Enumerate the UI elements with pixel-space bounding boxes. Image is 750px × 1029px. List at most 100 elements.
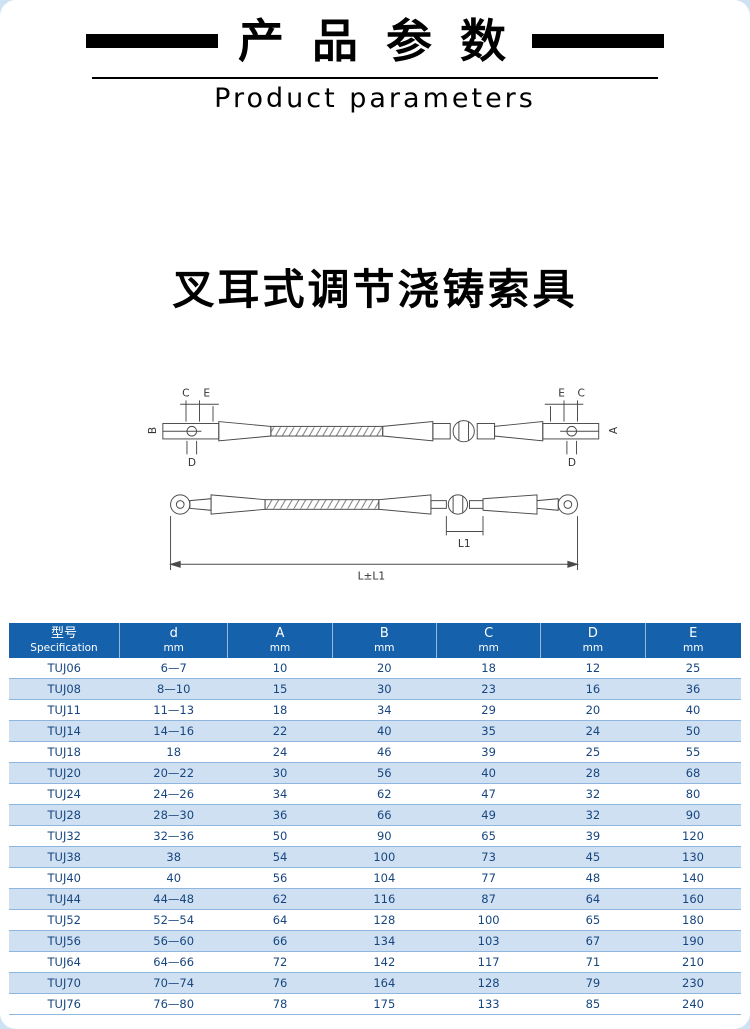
cell-value: 28: [540, 762, 646, 785]
cell-specification: TUJ56: [9, 930, 120, 953]
col-header-dim-d: D mm: [540, 622, 646, 659]
cell-value: 56: [332, 762, 437, 785]
col-header-e-unit: mm: [683, 641, 704, 654]
spec-table-header: 型号 Specification d mm A mm B mm C mm: [9, 622, 741, 659]
cell-value: 117: [436, 951, 541, 974]
cell-value: 36: [227, 804, 333, 827]
cell-value: 32—36: [119, 825, 228, 848]
cell-value: 24—26: [119, 783, 228, 806]
col-header-specification-en: Specification: [30, 641, 98, 654]
cell-value: 62: [227, 888, 333, 911]
dim-label-e-left: E: [203, 387, 210, 399]
cell-value: 35: [436, 720, 541, 743]
cell-value: 120: [645, 825, 741, 848]
cell-value: 104: [332, 867, 437, 890]
col-header-a: A mm: [227, 622, 333, 659]
cell-value: 90: [645, 804, 741, 827]
dim-label-e-right: E: [558, 387, 565, 399]
cell-specification: TUJ14: [9, 720, 120, 743]
cell-value: 130: [645, 846, 741, 869]
cell-value: 116: [332, 888, 437, 911]
cell-value: 78: [227, 993, 333, 1016]
cell-value: 48: [540, 867, 646, 890]
header-divider: [92, 76, 658, 79]
cell-value: 230: [645, 972, 741, 995]
cell-value: 85: [540, 993, 646, 1016]
cell-value: 8—10: [119, 678, 228, 701]
col-header-c-unit: mm: [478, 641, 499, 654]
cell-value: 34: [332, 699, 437, 722]
cell-value: 71: [540, 951, 646, 974]
dim-label-c-left: C: [182, 387, 189, 399]
cell-value: 29: [436, 699, 541, 722]
dim-label-total-length: L±L1: [358, 570, 385, 582]
title-bar-right: [532, 34, 665, 49]
cell-value: 40: [119, 867, 228, 890]
cell-value: 66: [332, 804, 437, 827]
page-title-en: Product parameters: [214, 82, 536, 114]
cell-value: 44—48: [119, 888, 228, 911]
cell-specification: TUJ40: [9, 867, 120, 890]
cell-value: 76—80: [119, 993, 228, 1016]
cell-value: 38: [119, 846, 228, 869]
col-header-a-symbol: A: [275, 625, 285, 641]
technical-drawing: C E E C B D A D L1 L±L1: [0, 381, 750, 605]
cell-value: 56: [227, 867, 333, 890]
cell-specification: TUJ64: [9, 951, 120, 974]
col-header-c: C mm: [435, 622, 541, 659]
cell-value: 66: [227, 930, 333, 953]
cell-value: 56—60: [119, 930, 228, 953]
cell-value: 40: [645, 699, 741, 722]
cell-specification: TUJ24: [9, 783, 120, 806]
col-header-dim-d-symbol: D: [587, 625, 598, 641]
dim-label-d-left: D: [188, 457, 196, 469]
cell-value: 32: [540, 783, 646, 806]
cell-value: 20: [540, 699, 646, 722]
cell-value: 65: [436, 825, 541, 848]
cell-value: 80: [645, 783, 741, 806]
cell-value: 40: [332, 720, 437, 743]
cell-value: 18: [227, 699, 333, 722]
cell-value: 100: [332, 846, 437, 869]
cell-value: 40: [436, 762, 541, 785]
cell-specification: TUJ11: [9, 699, 120, 722]
cell-value: 67: [540, 930, 646, 953]
cell-value: 65: [540, 909, 646, 932]
col-header-e: E mm: [644, 622, 741, 659]
cell-value: 134: [332, 930, 437, 953]
dim-label-c-right: C: [578, 387, 585, 399]
cell-value: 12: [540, 658, 646, 680]
cell-value: 68: [645, 762, 741, 785]
col-header-b-symbol: B: [379, 625, 389, 641]
col-header-c-symbol: C: [484, 625, 494, 641]
cell-value: 15: [227, 678, 333, 701]
cell-value: 6—7: [119, 658, 228, 680]
cell-value: 30: [332, 678, 437, 701]
cell-value: 103: [436, 930, 541, 953]
cell-value: 54: [227, 846, 333, 869]
cell-value: 20: [332, 658, 437, 680]
cell-value: 175: [332, 993, 437, 1016]
cell-value: 70—74: [119, 972, 228, 995]
cell-value: 11—13: [119, 699, 228, 722]
cell-value: 36: [645, 678, 741, 701]
col-header-d: d mm: [119, 622, 228, 659]
dim-label-d-right: D: [568, 457, 576, 469]
cell-value: 46: [332, 741, 437, 764]
cell-value: 23: [436, 678, 541, 701]
